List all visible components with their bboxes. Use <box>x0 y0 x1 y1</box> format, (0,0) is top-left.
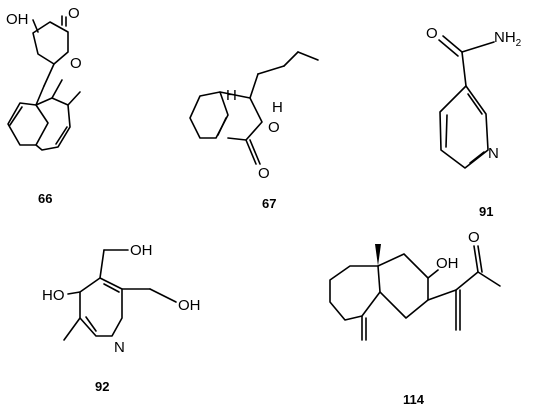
compound-92-oh-right-label: OH <box>178 297 201 314</box>
compound-91-label: 91 <box>479 204 493 219</box>
compound-66-structure: OH O O <box>6 5 82 151</box>
compound-92-ho-left-label: HO <box>42 287 65 304</box>
compound-66-hydroxyl-label: OH <box>6 11 29 28</box>
compound-91-ring-nitrogen-label: N <box>488 145 499 162</box>
compound-114-carbonyl-oxygen-label: O <box>468 229 480 246</box>
compound-114-label: 114 <box>403 392 425 407</box>
compound-114-structure: OH O <box>329 229 501 341</box>
compound-92-structure: OH HO OH N <box>42 242 201 356</box>
compound-67-carbonyl-oxygen-label: O <box>258 165 270 182</box>
compound-66-label: 66 <box>38 191 52 206</box>
compound-67-structure: H H O O <box>189 51 319 182</box>
compound-91-structure: O NH2 N <box>426 25 522 169</box>
compound-91-carbonyl-oxygen-label: O <box>426 25 438 42</box>
compound-67-h-left-label: H <box>226 87 237 104</box>
compound-67-ring-oxygen-label: O <box>268 119 280 136</box>
compound-92-oh-top-label: OH <box>130 242 153 259</box>
compound-67-h-right-label: H <box>272 99 283 116</box>
compound-91-amide-nitrogen-label: NH2 <box>494 29 522 49</box>
compound-92-label: 92 <box>95 379 109 394</box>
compound-66-ring-oxygen-label: O <box>70 55 82 72</box>
compound-92-ring-nitrogen-label: N <box>114 339 125 356</box>
compound-67-label: 67 <box>262 196 276 211</box>
compound-114-hydroxyl-label: OH <box>436 255 459 272</box>
compound-66-carbonyl-oxygen-label: O <box>68 5 80 22</box>
